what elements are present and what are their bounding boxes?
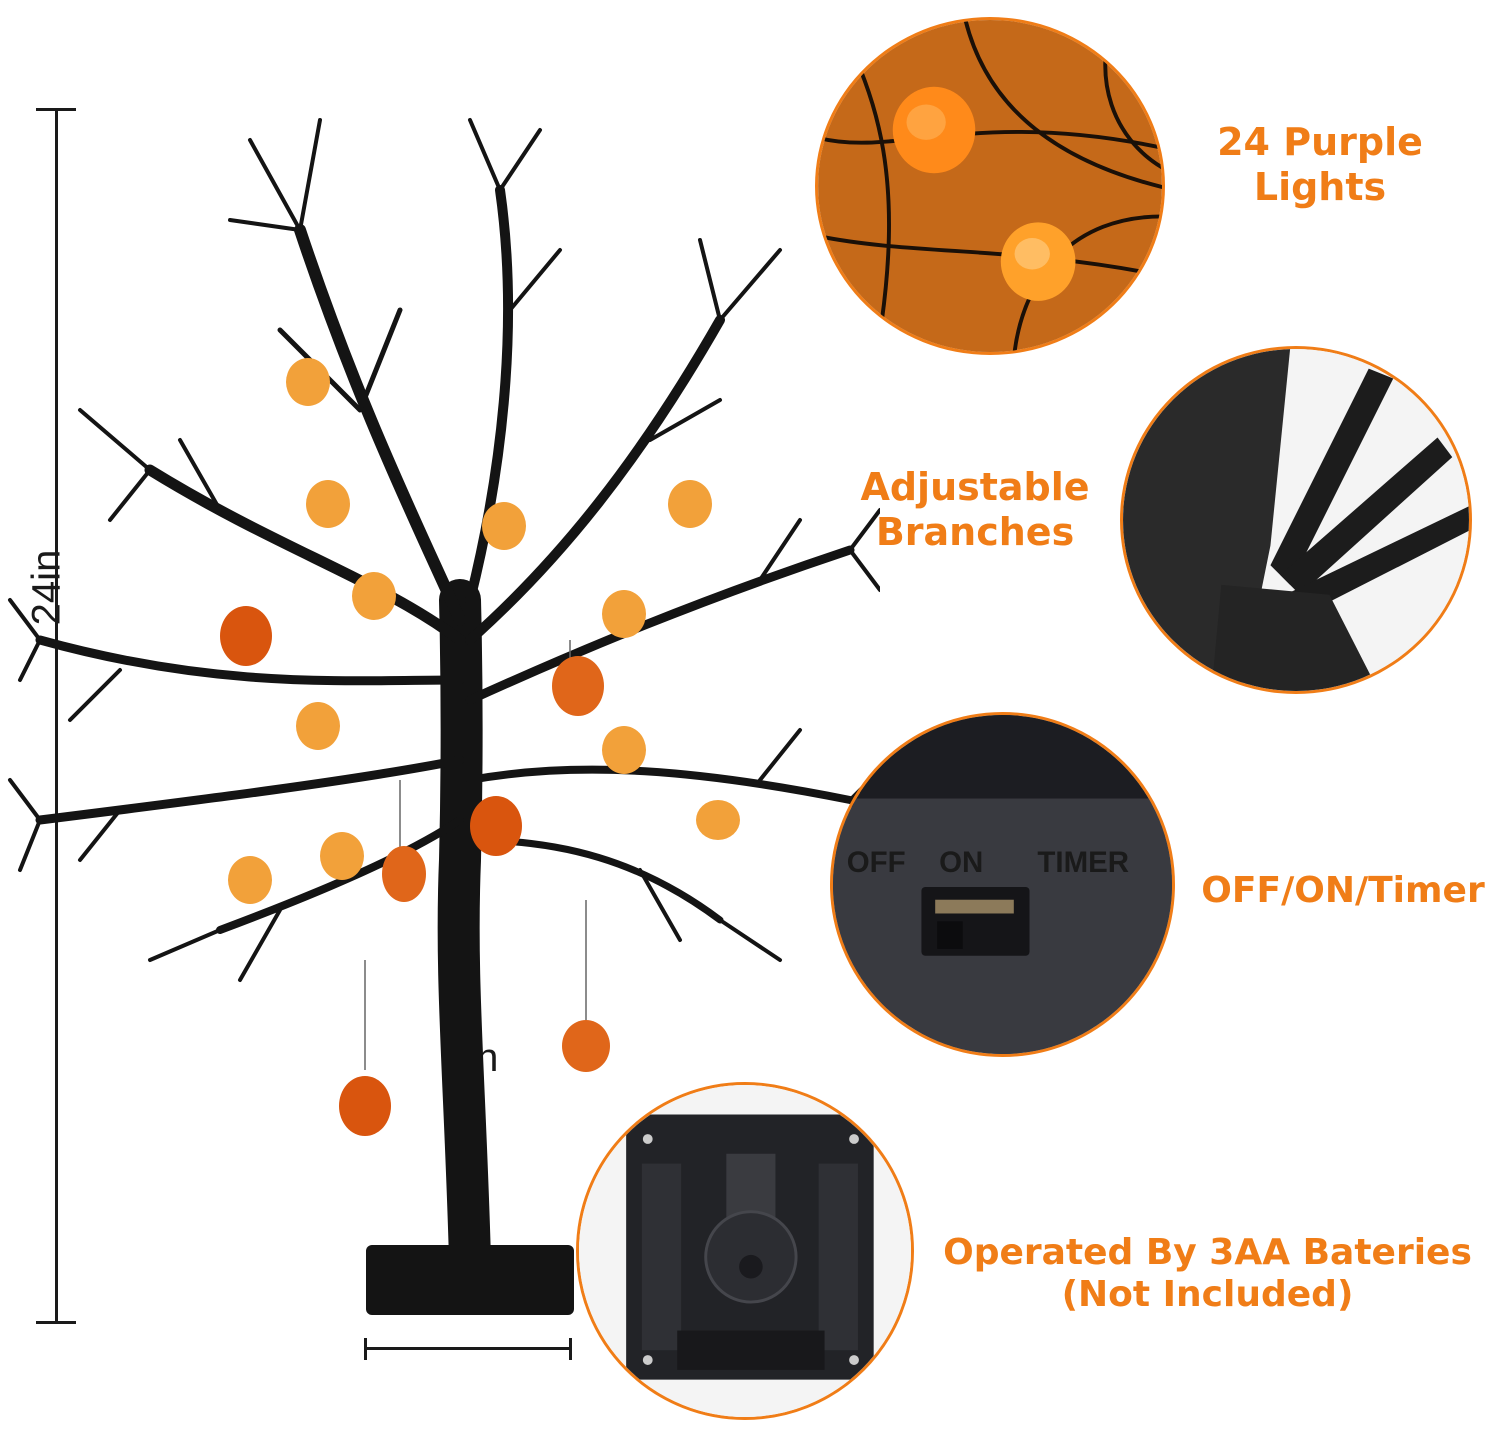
switch-closeup-image: OFF ON TIMER <box>833 715 1172 1054</box>
lights-callout-line2: Lights <box>1253 164 1387 209</box>
height-dimension-line <box>55 108 58 1324</box>
switch-closeup-circle: OFF ON TIMER <box>830 712 1175 1057</box>
lights-callout: 24 Purple Lights <box>1190 120 1450 210</box>
branches-closeup-circle <box>1120 346 1472 694</box>
lights-callout-line1: 24 Purple <box>1217 120 1423 164</box>
switch-off-text: OFF <box>847 846 906 879</box>
width-dimension-right-cap <box>569 1338 572 1360</box>
battery-callout-line2: (Not Included) <box>1061 1274 1354 1316</box>
height-dimension-bottom-cap <box>36 1321 76 1324</box>
switch-callout: OFF/ON/Timer <box>1201 870 1485 911</box>
branches-callout: Adjustable Branches <box>850 465 1100 555</box>
branches-callout-line1: Adjustable <box>860 465 1090 509</box>
battery-closeup-circle <box>576 1082 914 1420</box>
width-dimension-line <box>364 1347 572 1350</box>
tree-illustration <box>8 118 880 1315</box>
switch-timer-text: TIMER <box>1037 846 1129 879</box>
lights-closeup-circle <box>815 17 1165 355</box>
battery-callout-line1: Operated By 3AA Bateries <box>943 1232 1472 1273</box>
battery-callout: Operated By 3AA Bateries (Not Included) <box>925 1232 1490 1317</box>
switch-on-text: ON <box>939 846 983 879</box>
battery-closeup-image <box>579 1085 911 1417</box>
branches-closeup-image <box>1123 349 1469 691</box>
lights-closeup-image <box>818 20 1162 352</box>
branches-callout-line2: Branches <box>875 509 1075 554</box>
